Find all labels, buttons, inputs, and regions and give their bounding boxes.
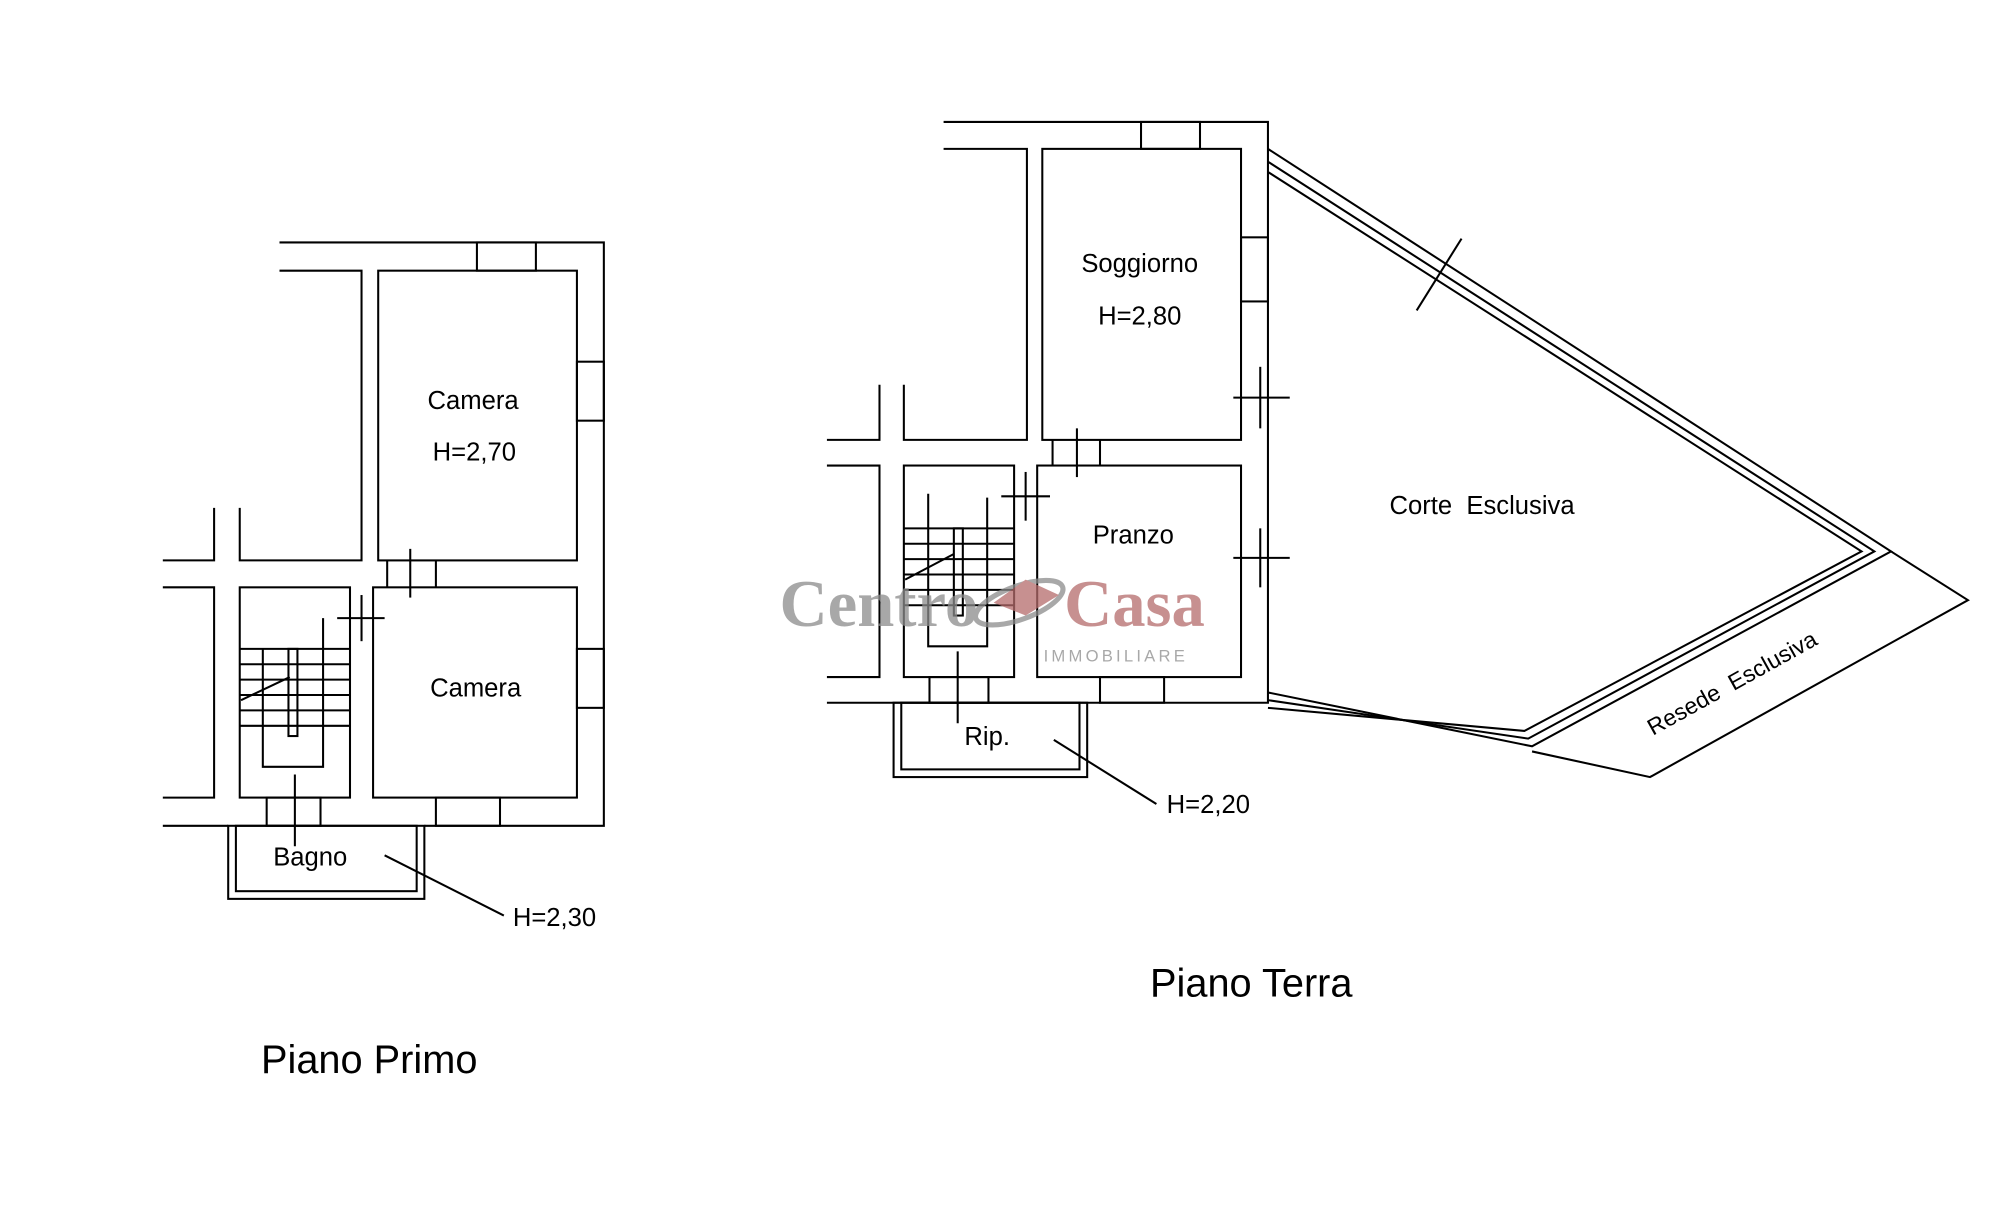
piano-primo-plan	[162, 241, 605, 917]
room-height-camera-1: H=2,70	[433, 438, 516, 466]
floor-title-piano-terra: Piano Terra	[1150, 961, 1353, 1005]
watermark-brand-left: Centro	[779, 568, 978, 641]
room-height-rip: H=2,20	[1167, 791, 1250, 819]
watermark-brand-right: Casa	[1064, 568, 1205, 641]
room-label-pranzo: Pranzo	[1093, 522, 1174, 550]
floor-title-piano-primo: Piano Primo	[261, 1038, 477, 1082]
piano-terra-plan	[826, 120, 1970, 805]
watermark-swoosh	[972, 577, 1066, 628]
room-label-camera-1: Camera	[428, 387, 520, 415]
room-height-bagno: H=2,30	[513, 904, 596, 932]
area-label-resede-esclusiva: Resede Esclusiva	[1643, 625, 1822, 740]
room-height-soggiorno: H=2,80	[1098, 303, 1181, 331]
room-label-bagno: Bagno	[273, 844, 347, 872]
area-label-corte-esclusiva: Corte Esclusiva	[1389, 492, 1575, 520]
centrocasa-watermark: Centro Casa IMMOBILIARE	[779, 568, 1204, 666]
watermark-roof-icon	[993, 579, 1059, 616]
room-label-rip: Rip.	[964, 723, 1010, 751]
room-label-camera-2: Camera	[430, 674, 522, 702]
room-label-soggiorno: Soggiorno	[1081, 250, 1198, 278]
watermark-subtitle: IMMOBILIARE	[1044, 647, 1188, 666]
